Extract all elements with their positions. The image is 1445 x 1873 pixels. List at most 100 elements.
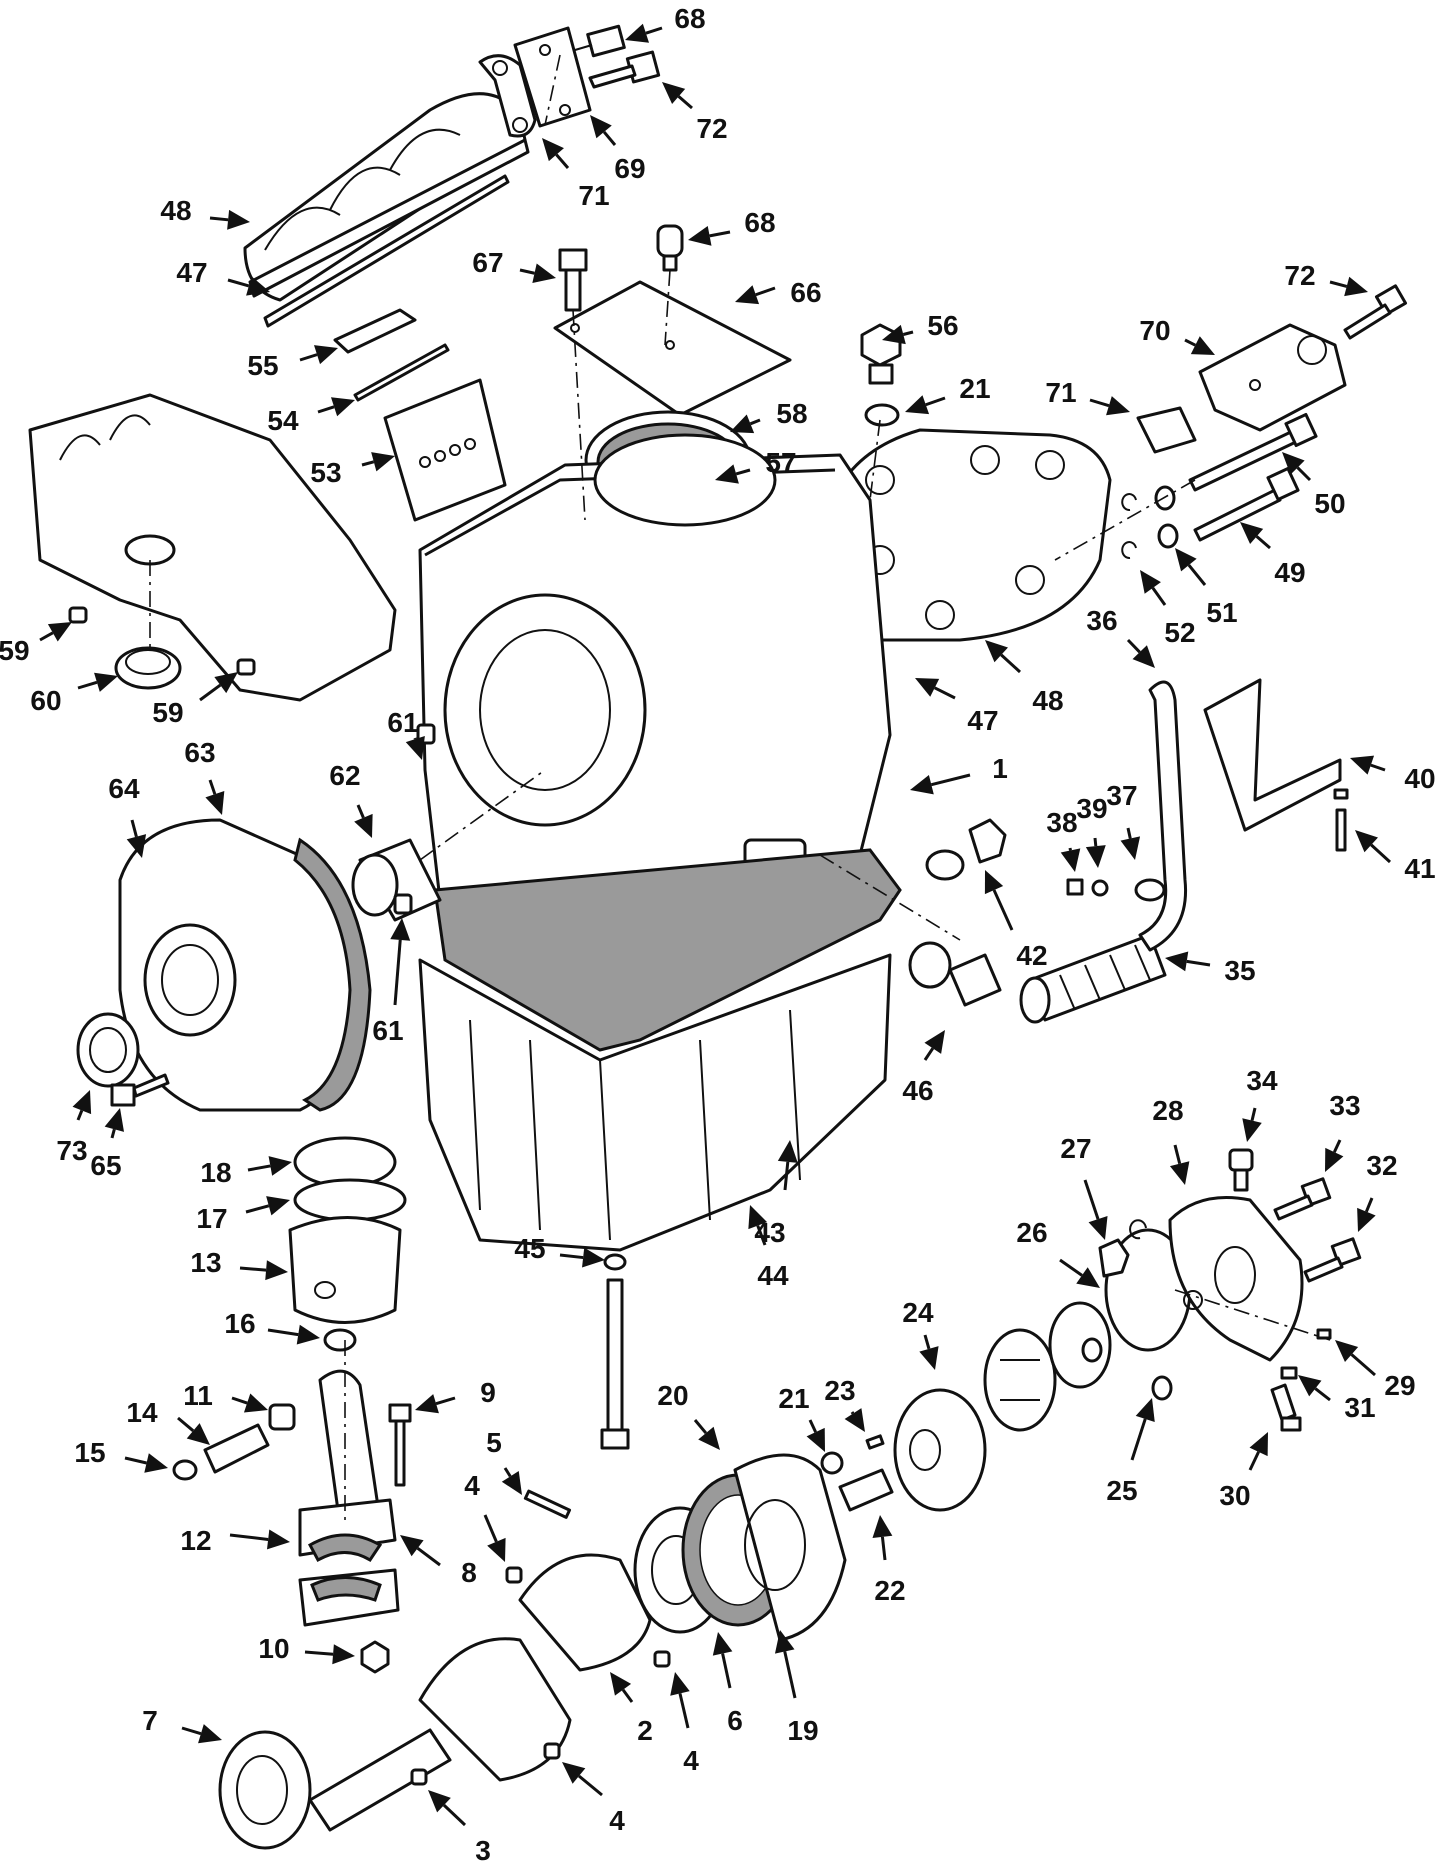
callout-arrowhead: [735, 285, 760, 305]
callout-leader: [124, 1456, 147, 1465]
callout-label: 67: [472, 247, 503, 278]
callout-label: 60: [30, 685, 61, 716]
callout-71b: 71: [1045, 377, 1130, 416]
callout-35: 35: [1165, 951, 1256, 986]
head-gasket-thin: [263, 174, 510, 328]
callout-label: 15: [74, 1437, 105, 1468]
callout-label: 6: [727, 1705, 743, 1736]
callout-label: 39: [1076, 793, 1107, 824]
callout-arrowhead: [1344, 276, 1368, 297]
set-screw-3: [410, 1768, 428, 1786]
callout-51: 51: [1175, 548, 1238, 628]
callout-label: 9: [480, 1377, 496, 1408]
callout-label: 24: [902, 1297, 934, 1328]
callout-leader: [356, 804, 365, 819]
callout-label: 14: [126, 1397, 158, 1428]
callout-48a: 48: [160, 195, 250, 230]
callout-arrowhead: [1169, 1161, 1190, 1185]
callout-21a: 21: [905, 373, 991, 415]
end-cover-gasket-63: [293, 837, 372, 1112]
callout-1: 1: [910, 753, 1008, 795]
set-screw-4a: [505, 1566, 523, 1584]
callout-arrowhead: [1355, 830, 1378, 853]
callout-arrowhead: [1120, 836, 1141, 860]
callout-arrowhead: [1165, 951, 1189, 972]
clamp-37-38-39: [1066, 878, 1166, 902]
callout-leader: [39, 631, 54, 642]
callout-arrowhead: [371, 452, 395, 472]
callout-arrowhead: [984, 870, 1004, 895]
fitting-34: [1228, 1148, 1254, 1192]
callout-arrowhead: [1282, 452, 1305, 475]
callout-leader: [1151, 587, 1167, 606]
callout-leader: [1130, 1418, 1147, 1461]
fitting-27: [1098, 1219, 1147, 1278]
callout-leader: [602, 130, 617, 146]
callout-leader: [1068, 847, 1072, 851]
oil-pan: [418, 953, 892, 1252]
set-screw-4b: [653, 1650, 671, 1668]
callout-arrowhead: [730, 414, 755, 434]
callout-arrowhead: [910, 774, 934, 795]
callout-44: 44: [748, 1205, 789, 1291]
callout-leader: [902, 330, 914, 336]
callout-label: 48: [1032, 685, 1063, 716]
callout-label: 7: [142, 1705, 158, 1736]
callout-20: 20: [657, 1380, 720, 1450]
bearing-housing-20: [733, 1453, 847, 1642]
callout-63: 63: [184, 737, 225, 815]
callout-label: 45: [514, 1233, 545, 1264]
crankcase-body: [418, 433, 892, 907]
callout-arrowhead: [268, 1156, 292, 1176]
callout-arrowhead: [1298, 1375, 1322, 1397]
callout-label: 4: [683, 1745, 699, 1776]
callout-arrowhead: [712, 1632, 733, 1656]
pin-11: [268, 1403, 296, 1431]
callout-leader: [442, 1804, 467, 1827]
callout-27: 27: [1060, 1133, 1108, 1240]
callout-label: 11: [183, 1380, 213, 1411]
callout-label: 37: [1106, 780, 1137, 811]
callout-leader: [930, 773, 971, 787]
callout-arrowhead: [1242, 1118, 1262, 1142]
parts-artwork: [28, 24, 1408, 1850]
callout-leader: [1296, 466, 1312, 482]
callout-label: 19: [787, 1715, 818, 1746]
callout-19: 19: [774, 1630, 819, 1746]
callout-label: 65: [90, 1150, 121, 1181]
callout-label: 61: [387, 707, 418, 738]
callout-71a: 71: [542, 138, 610, 211]
callout-label: 63: [184, 737, 215, 768]
callout-label: 50: [1314, 488, 1345, 519]
callout-arrowhead: [1132, 645, 1155, 668]
bolt-65: [110, 1073, 170, 1107]
callout-16: 16: [224, 1308, 320, 1345]
callout-label: 71: [1045, 377, 1076, 408]
callout-arrowhead: [532, 263, 556, 283]
callout-69: 69: [590, 115, 646, 184]
callout-label: 70: [1139, 315, 1170, 346]
flange-plate-69: [513, 26, 592, 128]
callout-68a: 68: [625, 3, 706, 43]
callout-label: 47: [176, 257, 207, 288]
callout-leader: [76, 1109, 84, 1121]
callout-42: 42: [984, 870, 1048, 971]
callout-label: 72: [1284, 260, 1315, 291]
callout-leader: [1332, 1139, 1342, 1153]
callout-label: 21: [778, 1383, 809, 1414]
callout-37: 37: [1106, 780, 1141, 860]
screw-33: [1273, 1177, 1332, 1221]
callout-leader: [483, 1514, 498, 1543]
callout-leader: [227, 278, 250, 288]
callout-leader: [756, 1225, 767, 1246]
callout-label: 53: [310, 457, 341, 488]
callout-arrowhead: [985, 640, 1008, 663]
callout-arrowhead: [415, 1394, 439, 1414]
callout-30: 30: [1219, 1432, 1268, 1511]
callout-arrowhead: [243, 1393, 268, 1413]
callout-label: 40: [1404, 763, 1435, 794]
long-bolt-49: [1193, 466, 1300, 542]
top-cover-66: [553, 280, 792, 417]
callout-29: 29: [1335, 1340, 1416, 1401]
